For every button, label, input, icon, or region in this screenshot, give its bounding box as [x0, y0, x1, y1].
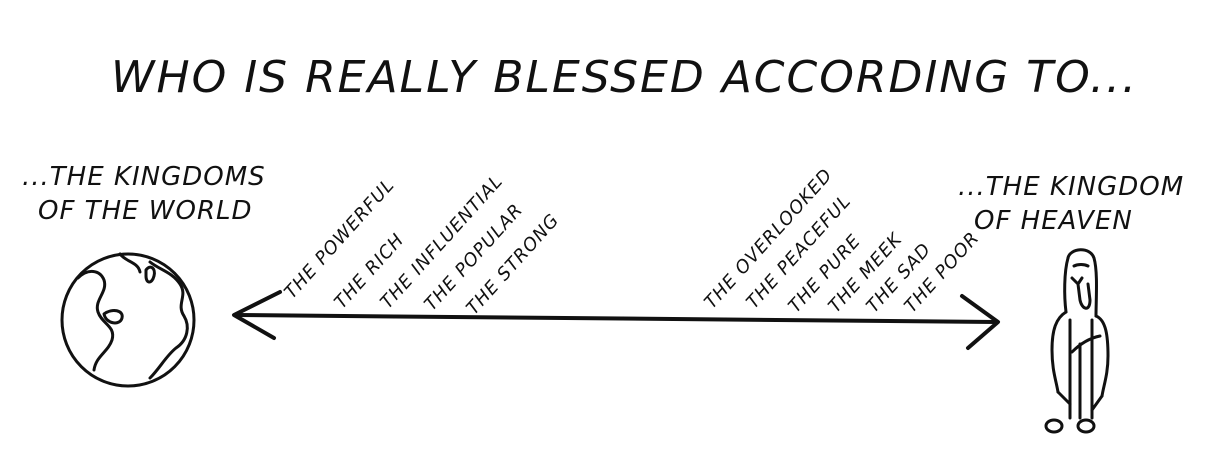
left-heading: ...The Kingdoms of the World [22, 160, 266, 228]
right-heading-line2: of Heaven [974, 206, 1133, 236]
arrow-head-right [960, 294, 1000, 350]
jesus-figure-icon [1044, 248, 1110, 434]
left-heading-line1: ...The Kingdoms [22, 162, 266, 192]
right-heading: ...The Kingdom of Heaven [958, 170, 1184, 238]
arrow-head-left [232, 290, 282, 340]
arrow-shaft [234, 313, 998, 324]
diagram-title: Who is Really Blessed According to... [110, 52, 1138, 103]
globe-icon [60, 252, 196, 388]
right-heading-line1: ...The Kingdom [958, 172, 1185, 202]
left-heading-line2: of the World [38, 196, 253, 226]
double-arrow [232, 290, 1000, 350]
